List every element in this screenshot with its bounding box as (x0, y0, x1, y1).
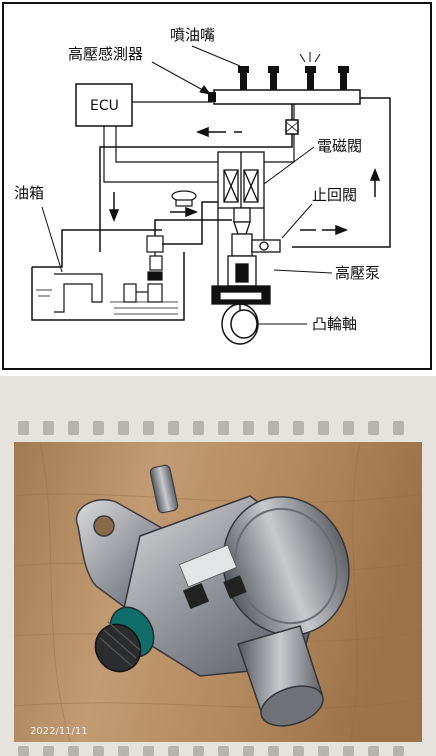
low-pressure-pump (123, 235, 164, 303)
pressure-regulator-icon (171, 190, 197, 207)
label-check-valve: 止回閥 (312, 186, 357, 204)
label-fuel-tank: 油箱 (14, 184, 44, 202)
photo-date-stamp: 2022/11/11 (30, 726, 88, 737)
thread-lines (99, 621, 141, 667)
label-high-pressure-pump: 高壓泵 (335, 264, 380, 282)
film-sprockets-top (18, 421, 404, 435)
high-pressure-line (99, 97, 391, 252)
film-sprockets-bottom (18, 746, 404, 756)
fuel-rail (208, 52, 361, 105)
ecu-label: ECU (90, 98, 119, 114)
pump-photo: 2022/11/11 (0, 376, 436, 756)
diagram-border (2, 2, 432, 370)
solenoid-valve (217, 151, 265, 209)
camshaft-icon (221, 303, 259, 345)
fuel-tank (31, 229, 185, 321)
label-pointers (41, 45, 333, 325)
ecu-box: ECU (75, 83, 133, 127)
filter-icon (285, 121, 299, 133)
spray-icon (299, 52, 321, 63)
label-camshaft: 凸輪軸 (312, 315, 357, 333)
label-solenoid-valve: 電磁閥 (317, 137, 362, 155)
fuel-level (36, 289, 178, 315)
label-injector: 噴油嘴 (170, 26, 215, 44)
injector-icons (238, 66, 349, 90)
low-pressure-line (154, 201, 232, 245)
label-pressure-sensor: 高壓感測器 (68, 45, 143, 63)
fuel-system-diagram: 噴油嘴 高壓感測器 電磁閥 油箱 止回閥 高壓泵 凸輪軸 ECU (2, 2, 432, 370)
flow-arrows (108, 126, 381, 236)
fuel-pump-object (75, 464, 350, 727)
